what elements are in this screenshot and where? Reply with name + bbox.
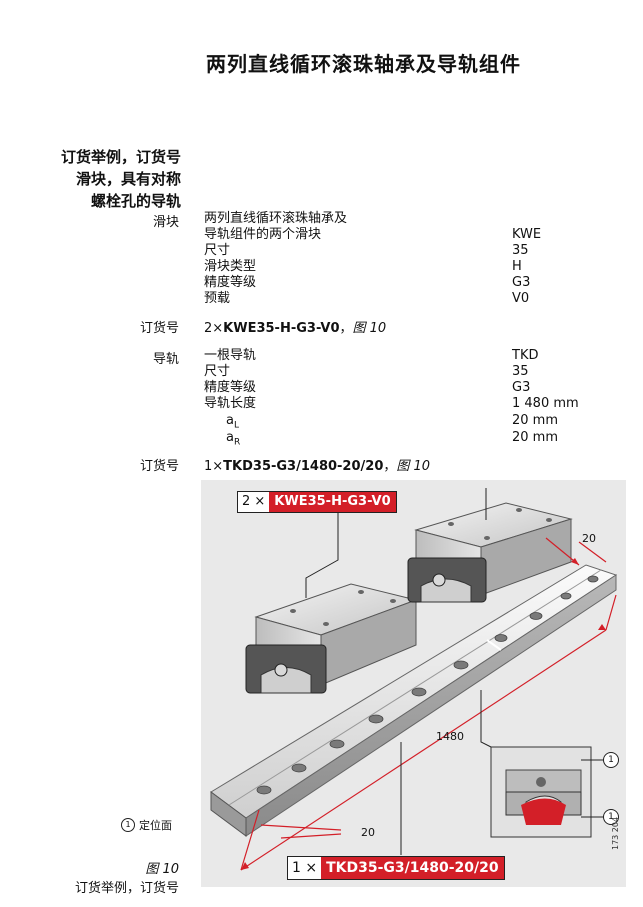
slider-desc-line-1: 两列直线循环滚珠轴承及 — [204, 211, 348, 226]
order-1-sep: ， — [339, 321, 353, 336]
slider-value-type: KWE — [512, 227, 542, 242]
slider-row-preload: 预载 — [204, 291, 231, 306]
carriage-back — [407, 502, 573, 603]
slider-value-size: 35 — [512, 243, 529, 258]
order-number-label-1: 订货号 — [139, 321, 179, 336]
rail-label: 导轨 — [152, 352, 179, 367]
marker-1-bottom: 1 — [603, 809, 619, 825]
rail-holes — [256, 575, 599, 795]
order-2-prefix: 1× — [204, 459, 224, 474]
callout-rail-order: 1 × TKD35-G3/1480-20/20 — [287, 856, 505, 880]
order-1-code: KWE35-H-G3-V0 — [223, 321, 340, 336]
order-1-fig-ref: 图 10 — [352, 321, 387, 336]
section-heading-line-1: 订货举例，订货号 — [60, 148, 181, 166]
callout-top-code: KWE35-H-G3-V0 — [269, 492, 396, 512]
callout-slider-order: 2 × KWE35-H-G3-V0 — [237, 491, 397, 513]
rail-row-length: 导轨长度 — [204, 396, 257, 411]
rail-value-length: 1 480 mm — [512, 396, 579, 411]
callout-top-prefix: 2 × — [242, 494, 266, 509]
figure-caption: 图 10 订货举例，订货号 — [75, 858, 179, 896]
legend-text: 定位面 — [139, 819, 172, 832]
rail-al-sub: L — [233, 420, 239, 431]
dimension-lines — [240, 537, 617, 871]
slider-value-accuracy: G3 — [512, 275, 531, 290]
order-1-prefix: 2× — [204, 321, 224, 336]
rail-value-ar: 20 mm — [512, 430, 559, 445]
rail-value-type: TKD — [512, 348, 539, 363]
rail-ar-symbol: a — [226, 430, 234, 445]
rail-row-size: 尺寸 — [204, 364, 231, 379]
order-2-fig-ref: 图 10 — [396, 459, 431, 474]
caption-fig-number: 图 10 — [145, 862, 179, 877]
order-number-2: 1×TKD35-G3/1480-20/20，图 10 — [204, 455, 430, 474]
slider-value-preload: V0 — [512, 291, 530, 306]
page-title: 两列直线循环滚珠轴承及导轨组件 — [206, 52, 521, 76]
rail-value-accuracy: G3 — [512, 380, 531, 395]
dim-label-length: 1480 — [436, 730, 464, 743]
section-heading-line-3: 螺栓孔的导轨 — [90, 192, 181, 210]
figure-svg — [210, 488, 618, 871]
order-number-label-2: 订货号 — [139, 459, 179, 474]
legend-marker: 1 — [121, 818, 135, 832]
rail-row-accuracy: 精度等级 — [204, 380, 257, 395]
slider-row-size: 尺寸 — [204, 243, 231, 258]
order-number-1: 2×KWE35-H-G3-V0，图 10 — [204, 317, 386, 336]
callout-bottom-code: TKD35-G3/1480-20/20 — [321, 857, 504, 879]
order-2-sep: ， — [383, 459, 397, 474]
inset-detail — [480, 690, 604, 838]
carriage-front — [245, 583, 418, 694]
rail-row-al: aL — [226, 413, 239, 434]
rail-al-symbol: a — [226, 413, 234, 428]
slider-desc-line-2: 导轨组件的两个滑块 — [204, 227, 322, 242]
marker-1-top: 1 — [603, 752, 619, 768]
slider-row-accuracy: 精度等级 — [204, 275, 257, 290]
section-heading-line-2: 滑块，具有对称 — [75, 170, 181, 188]
dim-label-top: 20 — [582, 532, 596, 545]
caption-text: 订货举例，订货号 — [74, 881, 179, 896]
rail-ar-sub: R — [233, 437, 241, 448]
figure-illustration: 2 × KWE35-H-G3-V0 1 × TKD35-G3/1480-20/2… — [201, 480, 626, 887]
dimension-arrows — [241, 558, 606, 870]
slider-label: 滑块 — [152, 215, 179, 230]
rail-value-al: 20 mm — [512, 413, 559, 428]
callout-leaders-top — [305, 488, 487, 598]
slider-row-kind: 滑块类型 — [204, 259, 257, 274]
rail-row-ar: aR — [226, 430, 240, 451]
legend-item: 1 定位面 — [121, 817, 172, 833]
rail-row-one: 一根导轨 — [204, 348, 257, 363]
side-reference-number: 173 204 — [611, 816, 620, 850]
order-2-code: TKD35-G3/1480-20/20 — [223, 459, 384, 474]
rail-value-size: 35 — [512, 364, 529, 379]
dim-label-bottom: 20 — [361, 826, 375, 839]
slider-value-kind: H — [512, 259, 522, 274]
callout-bottom-prefix: 1 × — [292, 860, 318, 876]
